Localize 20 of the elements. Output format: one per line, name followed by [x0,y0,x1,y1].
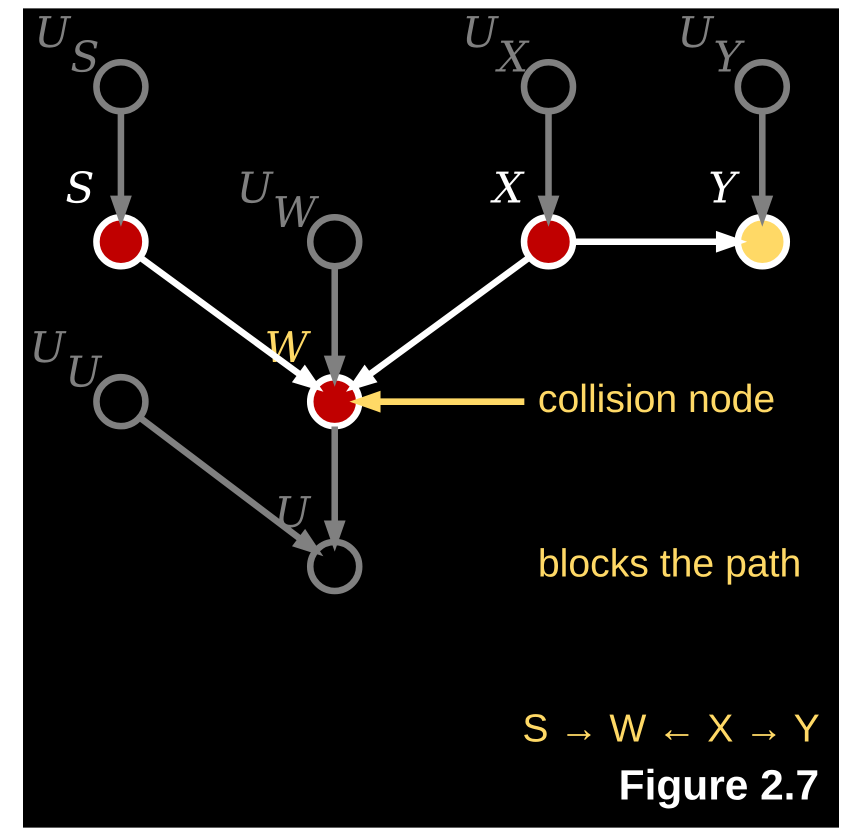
node-circle [92,214,148,270]
node-label: S [64,164,94,214]
label: blocks the path [537,542,801,586]
arrow [537,111,559,227]
arrow [137,415,323,556]
node-text: collision node [537,378,775,421]
node-circle [520,214,576,270]
arrow [137,254,323,392]
arrow [750,111,773,227]
node-circle [306,374,362,430]
arrow [348,390,524,413]
arrow [323,426,346,552]
node-label: X [492,164,523,214]
arrow [110,111,132,227]
arrow [323,266,346,387]
caption: Figure 2.7 [618,762,819,809]
label: S → W ← X → Y [522,707,820,750]
node-circle [734,214,790,270]
node-circle [306,538,362,594]
arrow [346,254,531,392]
